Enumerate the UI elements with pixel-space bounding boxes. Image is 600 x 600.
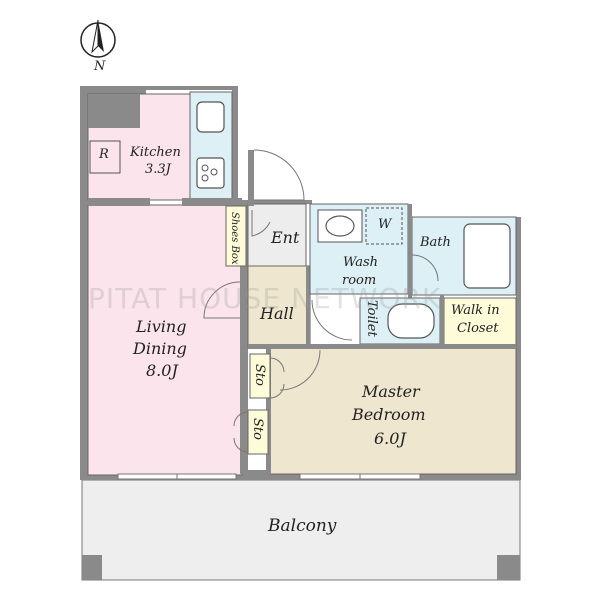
bedroom-door-swing bbox=[279, 349, 321, 391]
toilet-label: Toilet bbox=[364, 300, 379, 337]
refrigerator-label: R bbox=[99, 147, 109, 162]
entrance-label: Ent bbox=[271, 228, 300, 247]
kitchen-size: 3.3J bbox=[145, 162, 171, 177]
entrance-area bbox=[247, 203, 307, 267]
balcony-corner-right bbox=[497, 555, 520, 580]
washer-label: W bbox=[378, 217, 392, 232]
walk-in-label: Walk in bbox=[451, 303, 500, 318]
hall-label: Hall bbox=[260, 304, 294, 323]
bathtub-icon bbox=[463, 223, 511, 289]
dining-label: Dining bbox=[133, 339, 187, 358]
living-dining-area bbox=[87, 204, 243, 476]
toilet-icon bbox=[387, 303, 435, 339]
storage-lower-label: Sto bbox=[250, 418, 265, 440]
stove-icon bbox=[196, 157, 225, 189]
balcony-label: Balcony bbox=[268, 516, 337, 536]
storage-lower-door bbox=[233, 411, 249, 453]
wash-room-label: Wash bbox=[343, 255, 379, 270]
storage-upper-door bbox=[269, 357, 285, 399]
living-door-swing bbox=[203, 281, 241, 319]
living-size: 8.0J bbox=[146, 361, 178, 380]
closet-label: Closet bbox=[457, 321, 499, 336]
shoes-box-area bbox=[225, 205, 247, 267]
hall-area bbox=[247, 265, 311, 349]
compass-icon bbox=[80, 19, 116, 58]
bath-label: Bath bbox=[420, 235, 451, 250]
north-label: N bbox=[94, 59, 106, 74]
master-bedroom-area bbox=[269, 347, 517, 475]
shoes-box-label: Shoes Box bbox=[229, 212, 240, 265]
bedroom-label: Master bbox=[362, 382, 420, 401]
storage-lower-area bbox=[247, 409, 269, 455]
entrance-inner-door bbox=[251, 210, 271, 237]
entrance-door-swing bbox=[253, 149, 305, 201]
walk-in-closet-area bbox=[443, 297, 517, 347]
bedroom-label-2: Bedroom bbox=[352, 405, 426, 424]
wash-room-label-2: room bbox=[342, 273, 377, 288]
washer-space bbox=[365, 207, 403, 245]
sink-icon bbox=[196, 101, 225, 133]
bedroom-size: 6.0J bbox=[374, 429, 406, 448]
balcony-windows bbox=[117, 473, 421, 480]
living-label: Living bbox=[136, 317, 187, 336]
toilet-door-swing bbox=[311, 299, 353, 341]
storage-upper-label: Sto bbox=[252, 364, 267, 386]
kitchen-label: Kitchen bbox=[130, 145, 181, 160]
storage-upper-area bbox=[249, 353, 271, 399]
bath-door-swing bbox=[411, 254, 439, 282]
refrigerator-icon bbox=[89, 140, 121, 174]
balcony-corner-left bbox=[82, 555, 102, 580]
